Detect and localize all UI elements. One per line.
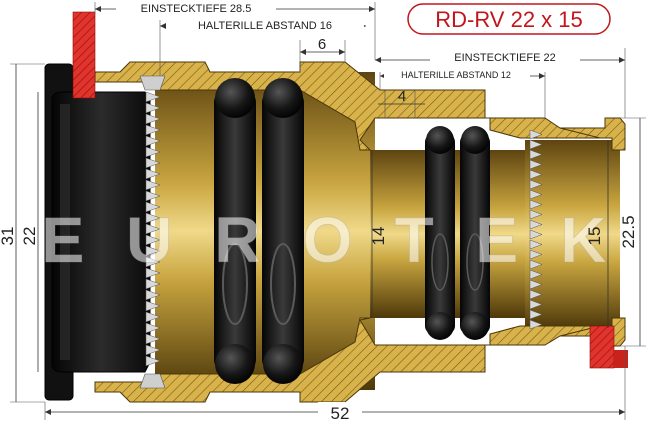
left-grab-ring-teeth [145, 91, 161, 367]
grab-ring-tooth [529, 319, 543, 330]
left-release-sleeve [44, 63, 151, 401]
grab-ring-tooth [145, 168, 161, 180]
grab-ring-tooth [145, 190, 161, 202]
grab-ring-tooth [145, 322, 161, 334]
svg-text:6: 6 [318, 36, 326, 53]
grab-ring-tooth [145, 91, 161, 103]
grab-ring-tooth [145, 179, 161, 191]
grab-ring-tooth [145, 267, 161, 279]
svg-text:HALTERILLE ABSTAND 16: HALTERILLE ABSTAND 16 [198, 20, 332, 32]
grab-ring-tooth [529, 269, 543, 280]
svg-text:EINSTECKTIEFE 22: EINSTECKTIEFE 22 [454, 52, 555, 64]
svg-text:52: 52 [331, 404, 350, 423]
grab-ring-tooth [145, 223, 161, 235]
grab-ring-tooth [145, 234, 161, 246]
grab-ring-tooth [145, 245, 161, 257]
insertion-stop-marker-right [589, 325, 628, 369]
grab-ring-tooth [529, 229, 543, 240]
grab-ring-tooth [145, 135, 161, 147]
grab-ring-tooth [529, 239, 543, 250]
grab-ring-tooth [529, 219, 543, 230]
grab-ring-tooth [145, 311, 161, 323]
grab-ring-tooth [145, 146, 161, 158]
grab-ring-tooth [529, 159, 543, 170]
grab-ring-tooth [529, 169, 543, 180]
dimension-halterille-12: HALTERILLE ABSTAND 12 [379, 68, 546, 118]
dimension-6: 6 [299, 36, 346, 72]
grab-ring-tooth [145, 113, 161, 125]
grab-ring-tooth [529, 249, 543, 260]
svg-text:4: 4 [398, 88, 406, 105]
grab-ring-tooth [145, 344, 161, 356]
grab-ring-tooth [145, 201, 161, 213]
grab-ring-tooth [145, 157, 161, 169]
grab-ring-tooth [529, 209, 543, 220]
grab-ring-tooth [529, 299, 543, 310]
svg-text:EINSTECKTIEFE 28.5: EINSTECKTIEFE 28.5 [141, 3, 252, 15]
grab-ring-tooth [145, 289, 161, 301]
grab-ring-tooth [529, 289, 543, 300]
grab-ring-tooth [529, 259, 543, 270]
grab-ring-tooth [145, 300, 161, 312]
svg-text:HALTERILLE ABSTAND 12: HALTERILLE ABSTAND 12 [401, 70, 511, 80]
grab-ring-tooth [145, 212, 161, 224]
grab-ring-tooth [529, 149, 543, 160]
right-grab-ring-teeth [529, 129, 543, 330]
grab-ring-tooth [145, 256, 161, 268]
left-grab-ring [139, 75, 166, 389]
grab-ring-tooth [145, 355, 161, 367]
dimension-15: 15 [585, 140, 609, 328]
grab-ring-tooth [529, 279, 543, 290]
insertion-stop-marker-left [72, 11, 96, 99]
grab-ring-tooth [145, 333, 161, 345]
dimension-14: 14 [369, 150, 388, 318]
svg-text:31: 31 [0, 227, 17, 246]
dimension-22: 22 [20, 92, 39, 372]
dimension-52: 52 [44, 346, 626, 423]
svg-text:15: 15 [585, 227, 604, 246]
grab-ring-tooth [529, 189, 543, 200]
grab-ring-tooth [145, 102, 161, 114]
svg-text:22.5: 22.5 [619, 215, 638, 248]
left-seal-pack [214, 78, 304, 384]
dimension-halterille-16: HALTERILLE ABSTAND 16 [159, 18, 366, 76]
product-title: RD-RV 22 x 15 [435, 7, 583, 32]
grab-ring-tooth [529, 309, 543, 320]
grab-ring-tooth [145, 278, 161, 290]
grab-ring-tooth [529, 139, 543, 150]
dimension-31: 31 [0, 63, 45, 403]
dimension-einstecktiefe-22: EINSTECKTIEFE 22 [375, 48, 626, 118]
grab-ring-tooth [529, 199, 543, 210]
grab-ring-tooth [529, 179, 543, 190]
grab-ring-tooth [529, 129, 543, 140]
svg-text:14: 14 [369, 227, 388, 246]
dimension-einstecktiefe-28-5: EINSTECKTIEFE 28.5 [94, 1, 376, 60]
product-title-box: RD-RV 22 x 15 [407, 3, 611, 35]
right-seal-pack [425, 126, 490, 340]
dimension-22-5: 22.5 [619, 117, 646, 347]
watermark-text: EUROTEK [42, 204, 649, 276]
grab-ring-tooth [145, 124, 161, 136]
svg-text:22: 22 [20, 227, 39, 246]
dimension-4: 4 [378, 88, 425, 118]
